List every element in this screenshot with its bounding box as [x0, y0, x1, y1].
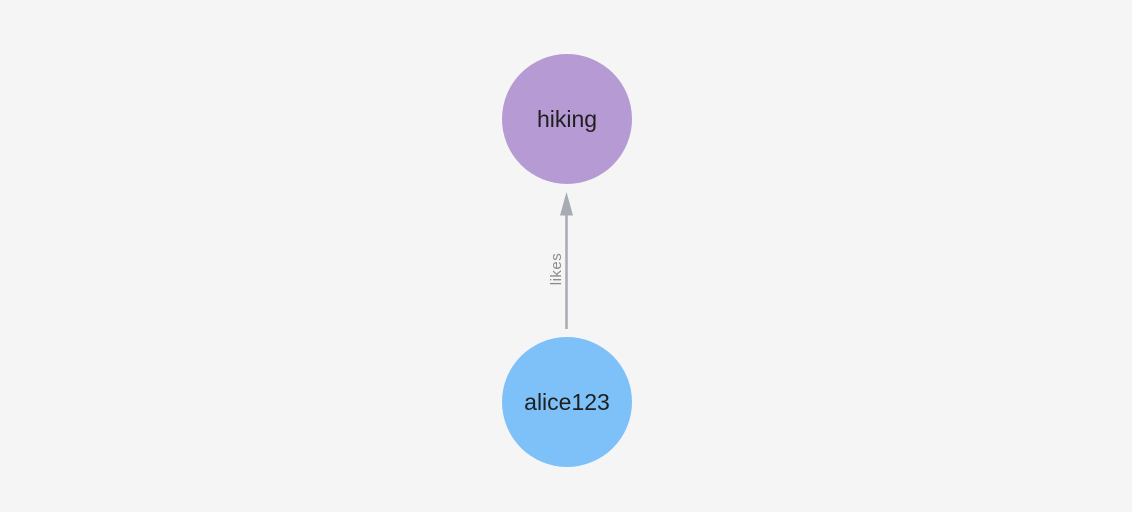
node-label-alice123: alice123 [524, 388, 610, 415]
node-alice123[interactable]: alice123 [502, 337, 632, 467]
edge-arrowhead-icon[interactable] [560, 192, 573, 216]
node-hiking[interactable]: hiking [502, 54, 632, 184]
node-label-hiking: hiking [536, 105, 598, 132]
edge-label-likes[interactable]: likes [548, 252, 565, 286]
